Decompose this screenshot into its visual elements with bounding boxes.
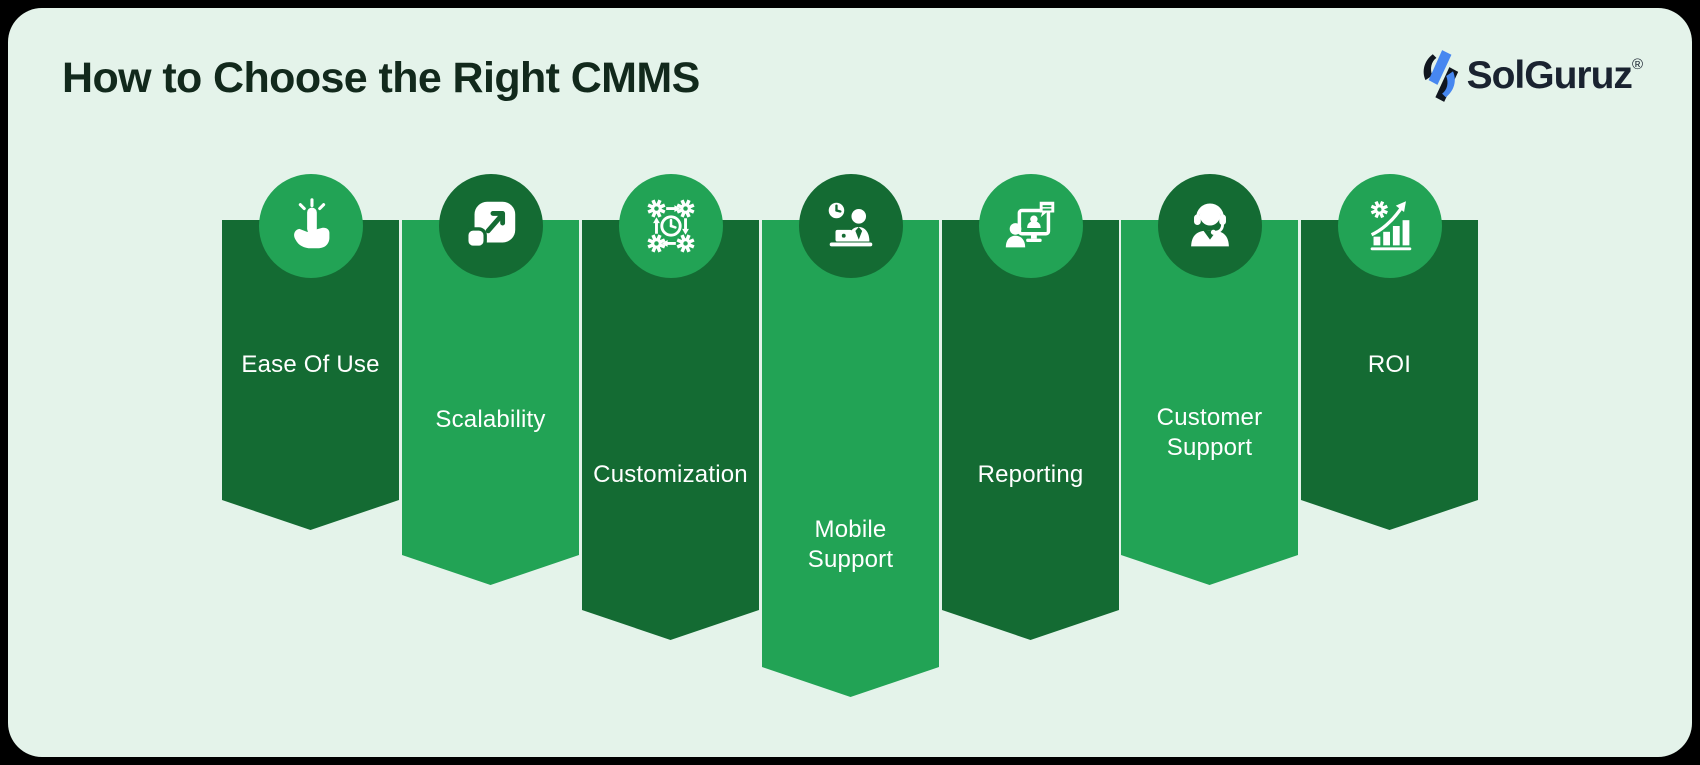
headset-agent-icon bbox=[1190, 203, 1229, 247]
banner-label: ROI bbox=[1287, 350, 1492, 380]
banner-label-line: Reporting bbox=[977, 461, 1084, 488]
icon-circle bbox=[978, 174, 1083, 278]
banner-customization: Customization bbox=[582, 174, 759, 640]
banner-scalability: Scalability bbox=[402, 174, 579, 585]
presentation-screen-icon bbox=[1005, 201, 1054, 248]
ribbon-shape bbox=[942, 220, 1119, 640]
banner-label-line: Support bbox=[807, 546, 894, 573]
icon-circle bbox=[1337, 174, 1442, 278]
ribbon-shape bbox=[582, 220, 759, 640]
ribbon-shape bbox=[1121, 220, 1298, 585]
banner-label: Customization bbox=[568, 460, 773, 490]
banner-label-line: Ease Of Use bbox=[241, 351, 380, 378]
ribbon-shape bbox=[762, 220, 939, 697]
icon-circle bbox=[1157, 174, 1262, 278]
brand-logo: SolGuruz® bbox=[1416, 48, 1643, 104]
ribbon-shape bbox=[402, 220, 579, 585]
tap-click-icon bbox=[293, 198, 329, 249]
person-laptop-icon bbox=[828, 202, 872, 247]
banner-label: Reporting bbox=[928, 460, 1133, 490]
icon-circle bbox=[618, 174, 723, 278]
banner-label-line: Customization bbox=[593, 461, 748, 488]
banner-label-line: ROI bbox=[1367, 351, 1412, 378]
banner-label-line: Mobile bbox=[814, 516, 887, 543]
icon-circle bbox=[798, 174, 903, 278]
registered-mark: ® bbox=[1631, 56, 1643, 73]
banner-label: Ease Of Use bbox=[208, 350, 413, 380]
banner-ease-of-use: Ease Of Use bbox=[222, 174, 399, 530]
scale-expand-icon bbox=[464, 201, 515, 250]
banner-label: Scalability bbox=[388, 405, 593, 435]
brand-name: SolGuruz® bbox=[1466, 54, 1643, 97]
banner-label-line: Customer bbox=[1156, 404, 1263, 431]
page-title: How to Choose the Right CMMS bbox=[62, 54, 700, 102]
icon-circle bbox=[258, 174, 363, 278]
gears-clock-icon bbox=[646, 199, 695, 253]
banner-reporting: Reporting bbox=[942, 174, 1119, 640]
banner-label-line: Scalability bbox=[435, 406, 546, 433]
banner-label-line: Support bbox=[1166, 434, 1253, 461]
banner-roi: ROI bbox=[1301, 174, 1478, 530]
solguruz-logomark-icon bbox=[1423, 50, 1458, 102]
growth-chart-icon bbox=[1370, 200, 1411, 251]
icon-circle bbox=[438, 174, 543, 278]
